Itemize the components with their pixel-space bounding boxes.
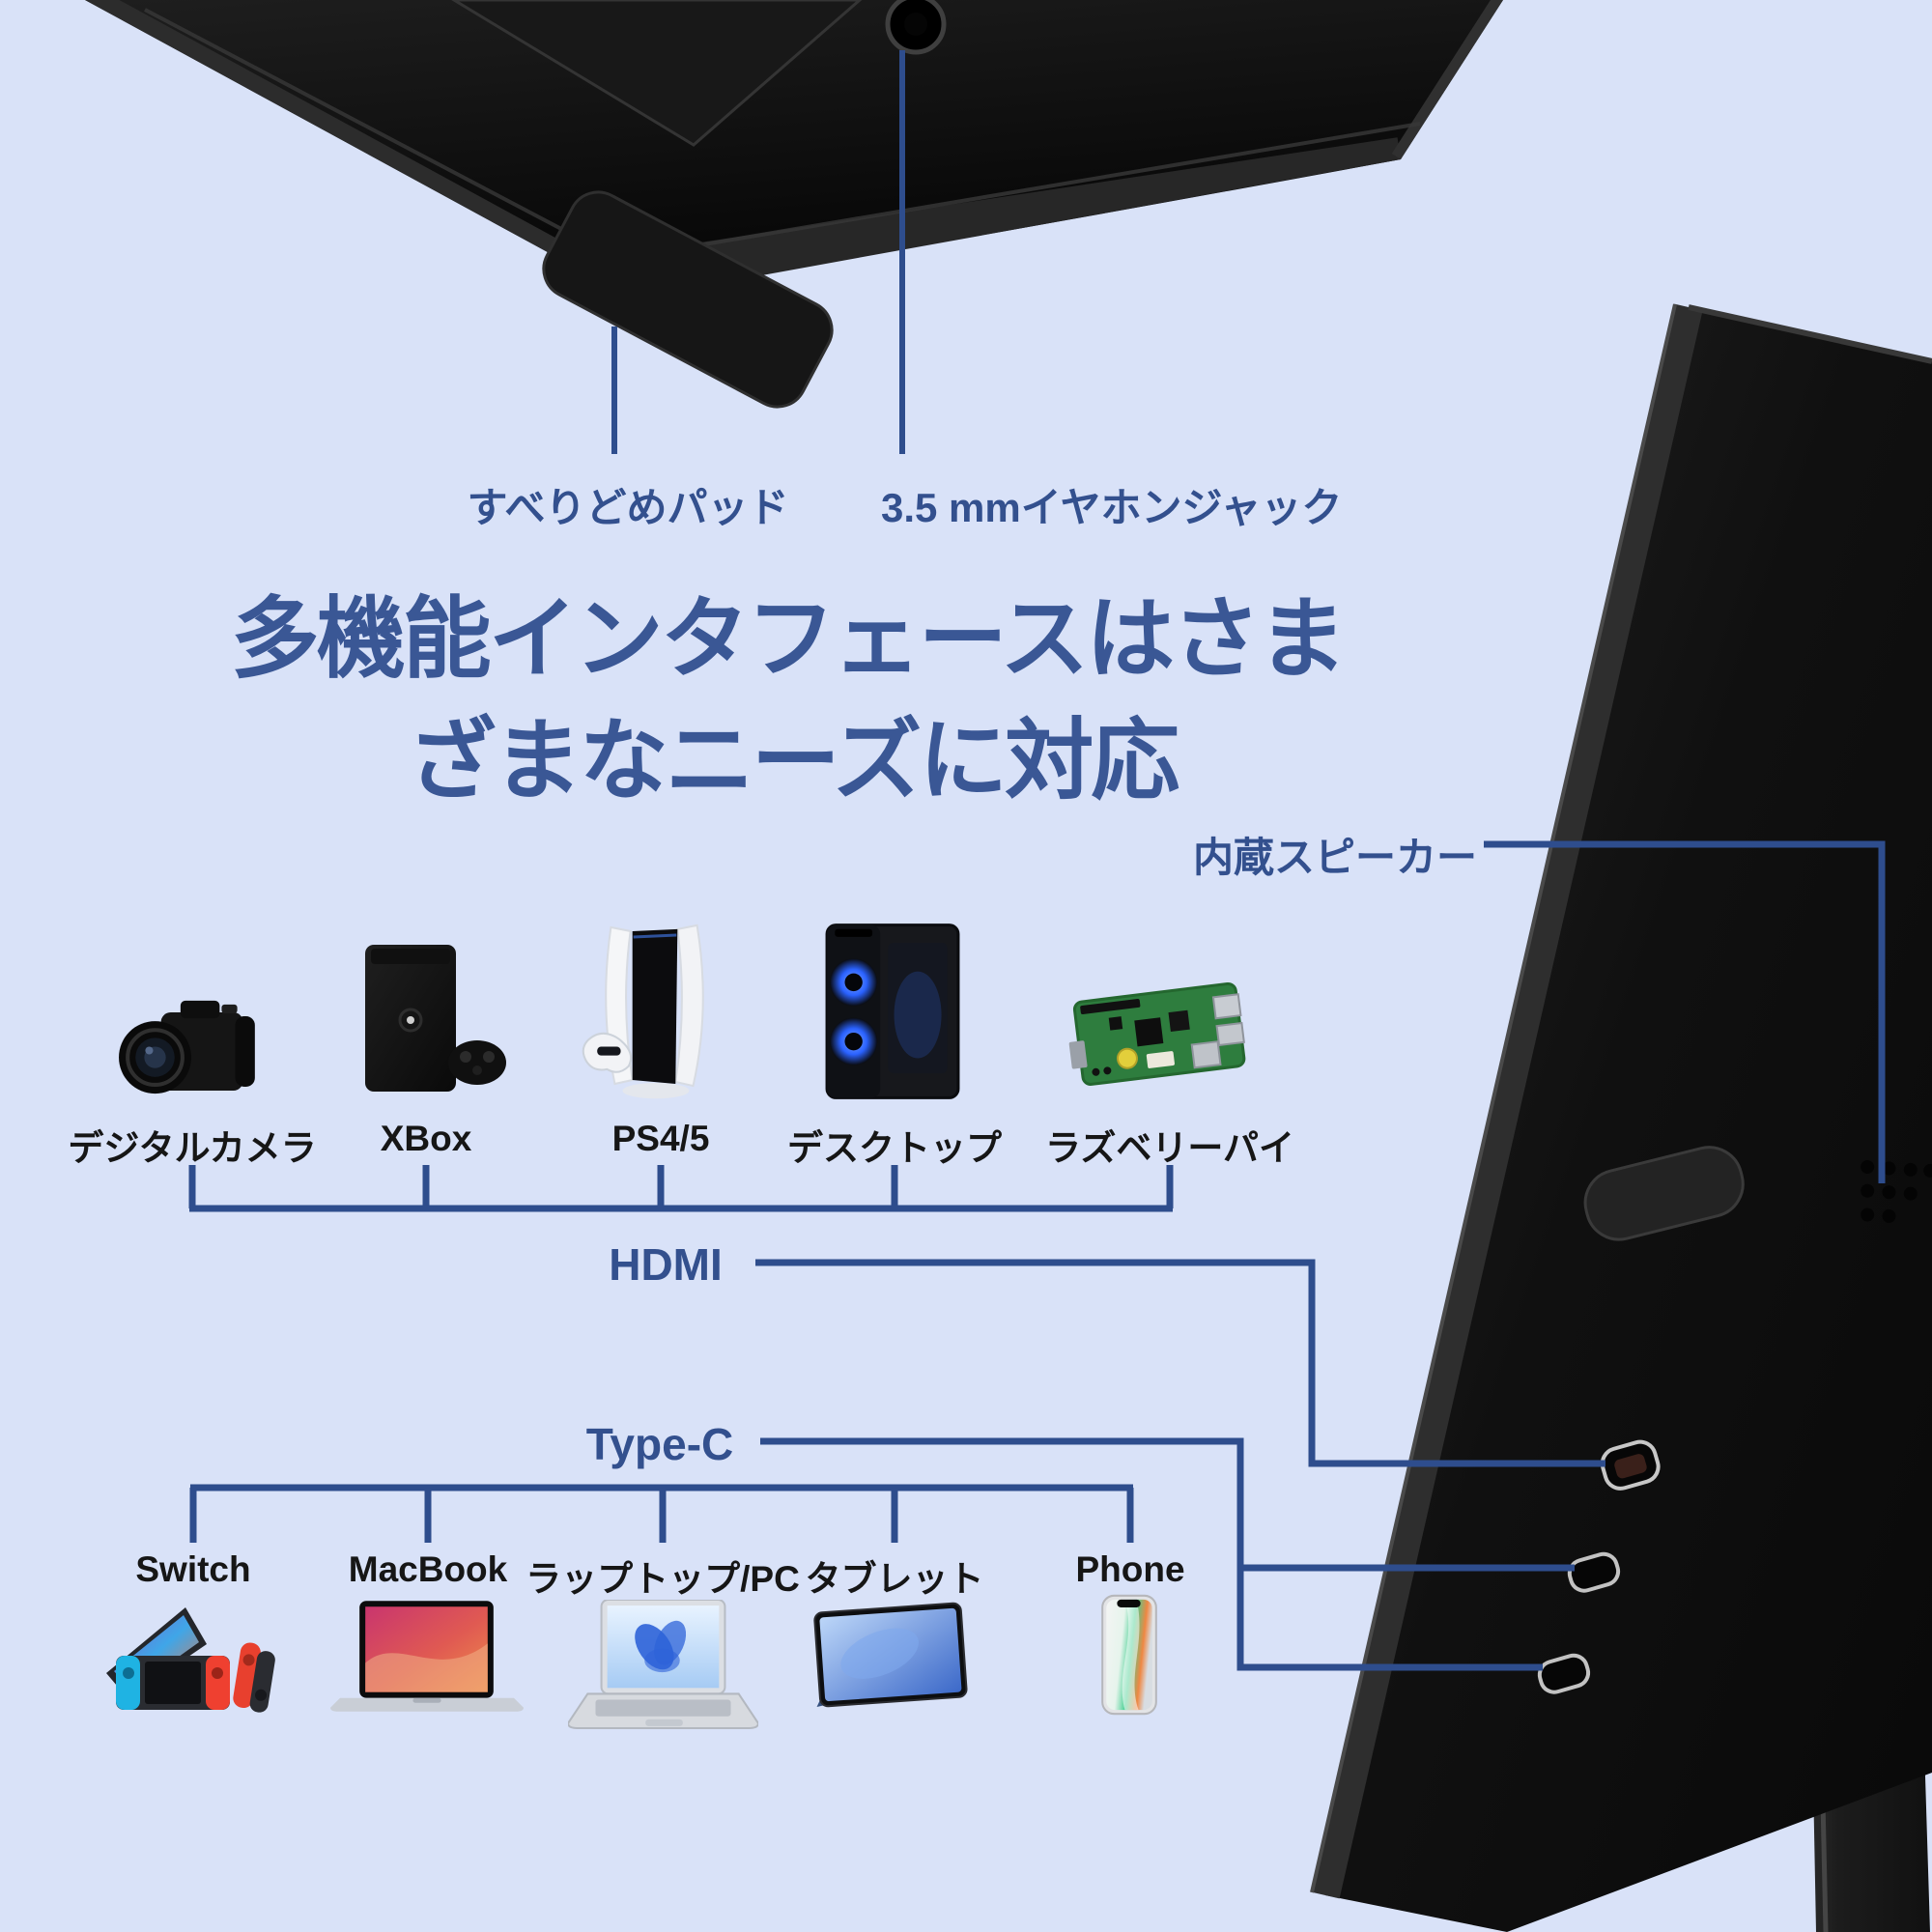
usb-c-port-1 (1567, 1551, 1621, 1593)
desktop-pc-image (823, 921, 962, 1102)
device-label-desktop: デスクトップ (787, 1128, 1002, 1168)
connector-lines (188, 50, 1886, 1671)
ps5-console-image (582, 914, 728, 1103)
usb-c-port-2 (1537, 1653, 1591, 1694)
smartphone-image (1086, 1594, 1171, 1716)
device-label-xbox: XBox (380, 1119, 472, 1158)
monitor-panel (1325, 307, 1932, 1932)
speaker-grille (1861, 1160, 1932, 1223)
earphone-jack-hole (885, 0, 947, 55)
typec-bracket (189, 1484, 1134, 1543)
monitor-corner-photo (85, 0, 1503, 409)
device-label-macbook: MacBook (348, 1549, 508, 1589)
anti-slip-pad (542, 190, 834, 409)
kickstand-hinge (1583, 1146, 1745, 1241)
speaker-callout-line (1484, 840, 1886, 1183)
device-label-laptop-pc: ラップトップ/PC (526, 1559, 800, 1599)
device-label-switch: Switch (135, 1549, 251, 1589)
device-label-phone: Phone (1075, 1549, 1185, 1589)
built-in-speaker-label: 内蔵スピーカー (1192, 835, 1478, 880)
hdmi-label: HDMI (609, 1239, 723, 1290)
nintendo-switch-image (102, 1602, 278, 1718)
mini-hdmi-port (1600, 1439, 1661, 1491)
portable-monitor-back (1310, 303, 1932, 1932)
heading-line1: 多機能インタフェースはさま (230, 590, 1347, 689)
typec-label: Type-C (585, 1419, 734, 1469)
raspberry-pi-image (1068, 963, 1258, 1096)
device-label-raspberry-pi: ラズベリーパイ (1045, 1128, 1294, 1168)
device-label-ps45: PS4/5 (611, 1119, 710, 1158)
earphone-jack-label: 3.5 mmイヤホンジャック (881, 485, 1343, 530)
laptop-pc-image (568, 1600, 758, 1731)
digital-camera-image (116, 998, 267, 1104)
device-label-tablet: タブレット (805, 1559, 984, 1599)
heading-line2: ざまなニーズに対応 (407, 712, 1179, 810)
typec-port-line (760, 1437, 1575, 1671)
xbox-console-image (348, 935, 514, 1099)
macbook-image (330, 1600, 524, 1716)
anti-slip-pad-label: すべりどめパッド (467, 485, 789, 530)
device-label-camera: デジタルカメラ (68, 1128, 317, 1168)
hdmi-bracket (188, 1165, 1174, 1212)
hdmi-port-line (755, 1259, 1605, 1467)
tablet-image (810, 1602, 972, 1710)
